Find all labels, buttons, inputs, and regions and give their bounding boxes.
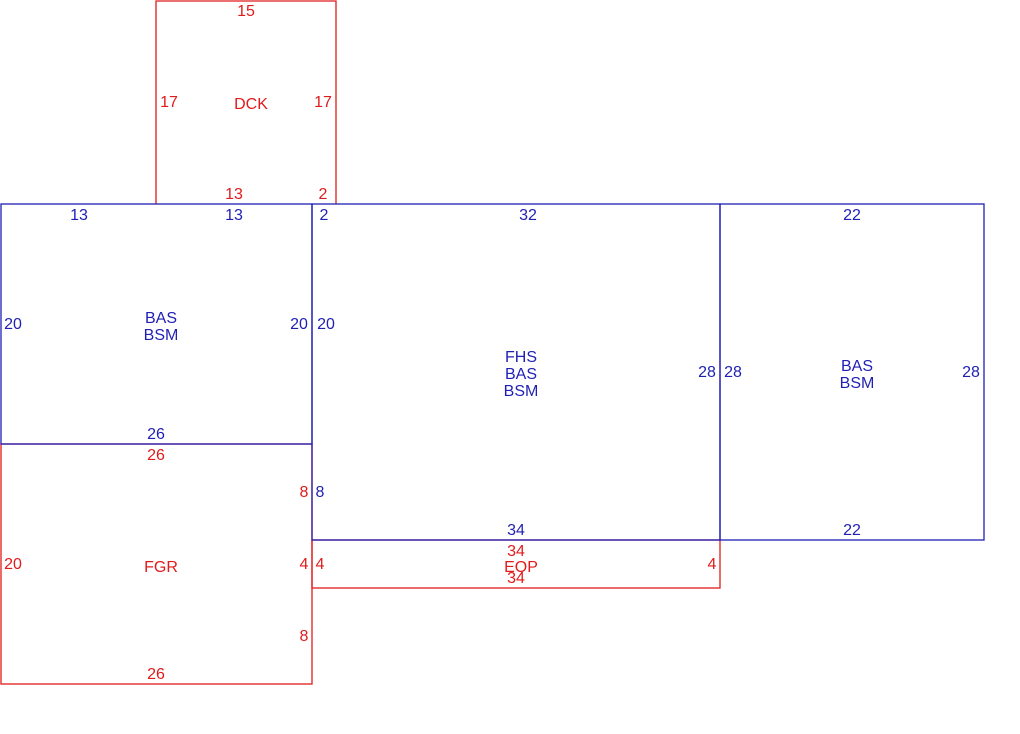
left-living-dim-right: 20 [290, 316, 308, 333]
deck-dim-bottom: 13 [225, 186, 243, 203]
center-living-code-1: FHS [505, 349, 537, 366]
center-living-code-3: BSM [504, 383, 539, 400]
garage-code: FGR [144, 559, 178, 576]
center-living-dim-top-left: 2 [320, 207, 329, 224]
garage-dim-left: 20 [4, 556, 22, 573]
deck-area: DCK 15 17 17 13 2 [155, 0, 337, 204]
deck-dim-right: 17 [314, 94, 332, 111]
center-living-dim-bottom: 34 [507, 522, 525, 539]
garage-dim-right-upper: 8 [300, 484, 309, 501]
porch-dim-top: 34 [507, 543, 525, 560]
garage-dim-right-mid: 4 [300, 556, 309, 573]
deck-outline [155, 0, 337, 204]
center-living-dim-left: 20 [317, 316, 335, 333]
deck-dim-bottom-right: 2 [319, 186, 328, 203]
left-living-dim-top-right: 13 [225, 207, 243, 224]
deck-dim-top: 15 [237, 3, 255, 20]
left-living-code-2: BSM [144, 327, 179, 344]
porch-area: EOP 34 4 4 34 [311, 539, 721, 589]
right-living-dim-top: 22 [843, 207, 861, 224]
deck-code: DCK [234, 96, 268, 113]
center-living-code-2: BAS [505, 366, 537, 383]
left-living-dim-bottom: 26 [147, 426, 165, 443]
right-living-dim-right: 28 [962, 364, 980, 381]
right-living-dim-bottom: 22 [843, 522, 861, 539]
left-living-dim-top-left: 13 [70, 207, 88, 224]
center-living-dim-top: 32 [519, 207, 537, 224]
right-living-outline [719, 203, 985, 541]
right-living-area: BAS BSM 22 28 28 22 [719, 203, 985, 541]
garage-area: FGR 26 20 8 4 8 26 [0, 443, 313, 685]
right-living-code-1: BAS [841, 358, 873, 375]
deck-dim-left: 17 [160, 94, 178, 111]
porch-dim-left: 4 [316, 556, 325, 573]
right-living-dim-left: 28 [724, 364, 742, 381]
center-living-dim-lower-left: 8 [316, 484, 325, 501]
garage-dim-top: 26 [147, 447, 165, 464]
left-living-area: BAS BSM 13 13 20 20 26 [0, 203, 313, 445]
porch-dim-bottom: 34 [507, 570, 525, 587]
center-living-dim-right: 28 [698, 364, 716, 381]
garage-dim-bottom: 26 [147, 666, 165, 683]
garage-dim-right-lower: 8 [300, 628, 309, 645]
left-living-code-1: BAS [145, 310, 177, 327]
right-living-code-2: BSM [840, 375, 875, 392]
porch-dim-right: 4 [708, 556, 717, 573]
porch-code: EOP [504, 559, 538, 576]
left-living-dim-left: 20 [4, 316, 22, 333]
center-living-area: FHS BAS BSM 2 32 20 8 28 34 [311, 203, 721, 541]
